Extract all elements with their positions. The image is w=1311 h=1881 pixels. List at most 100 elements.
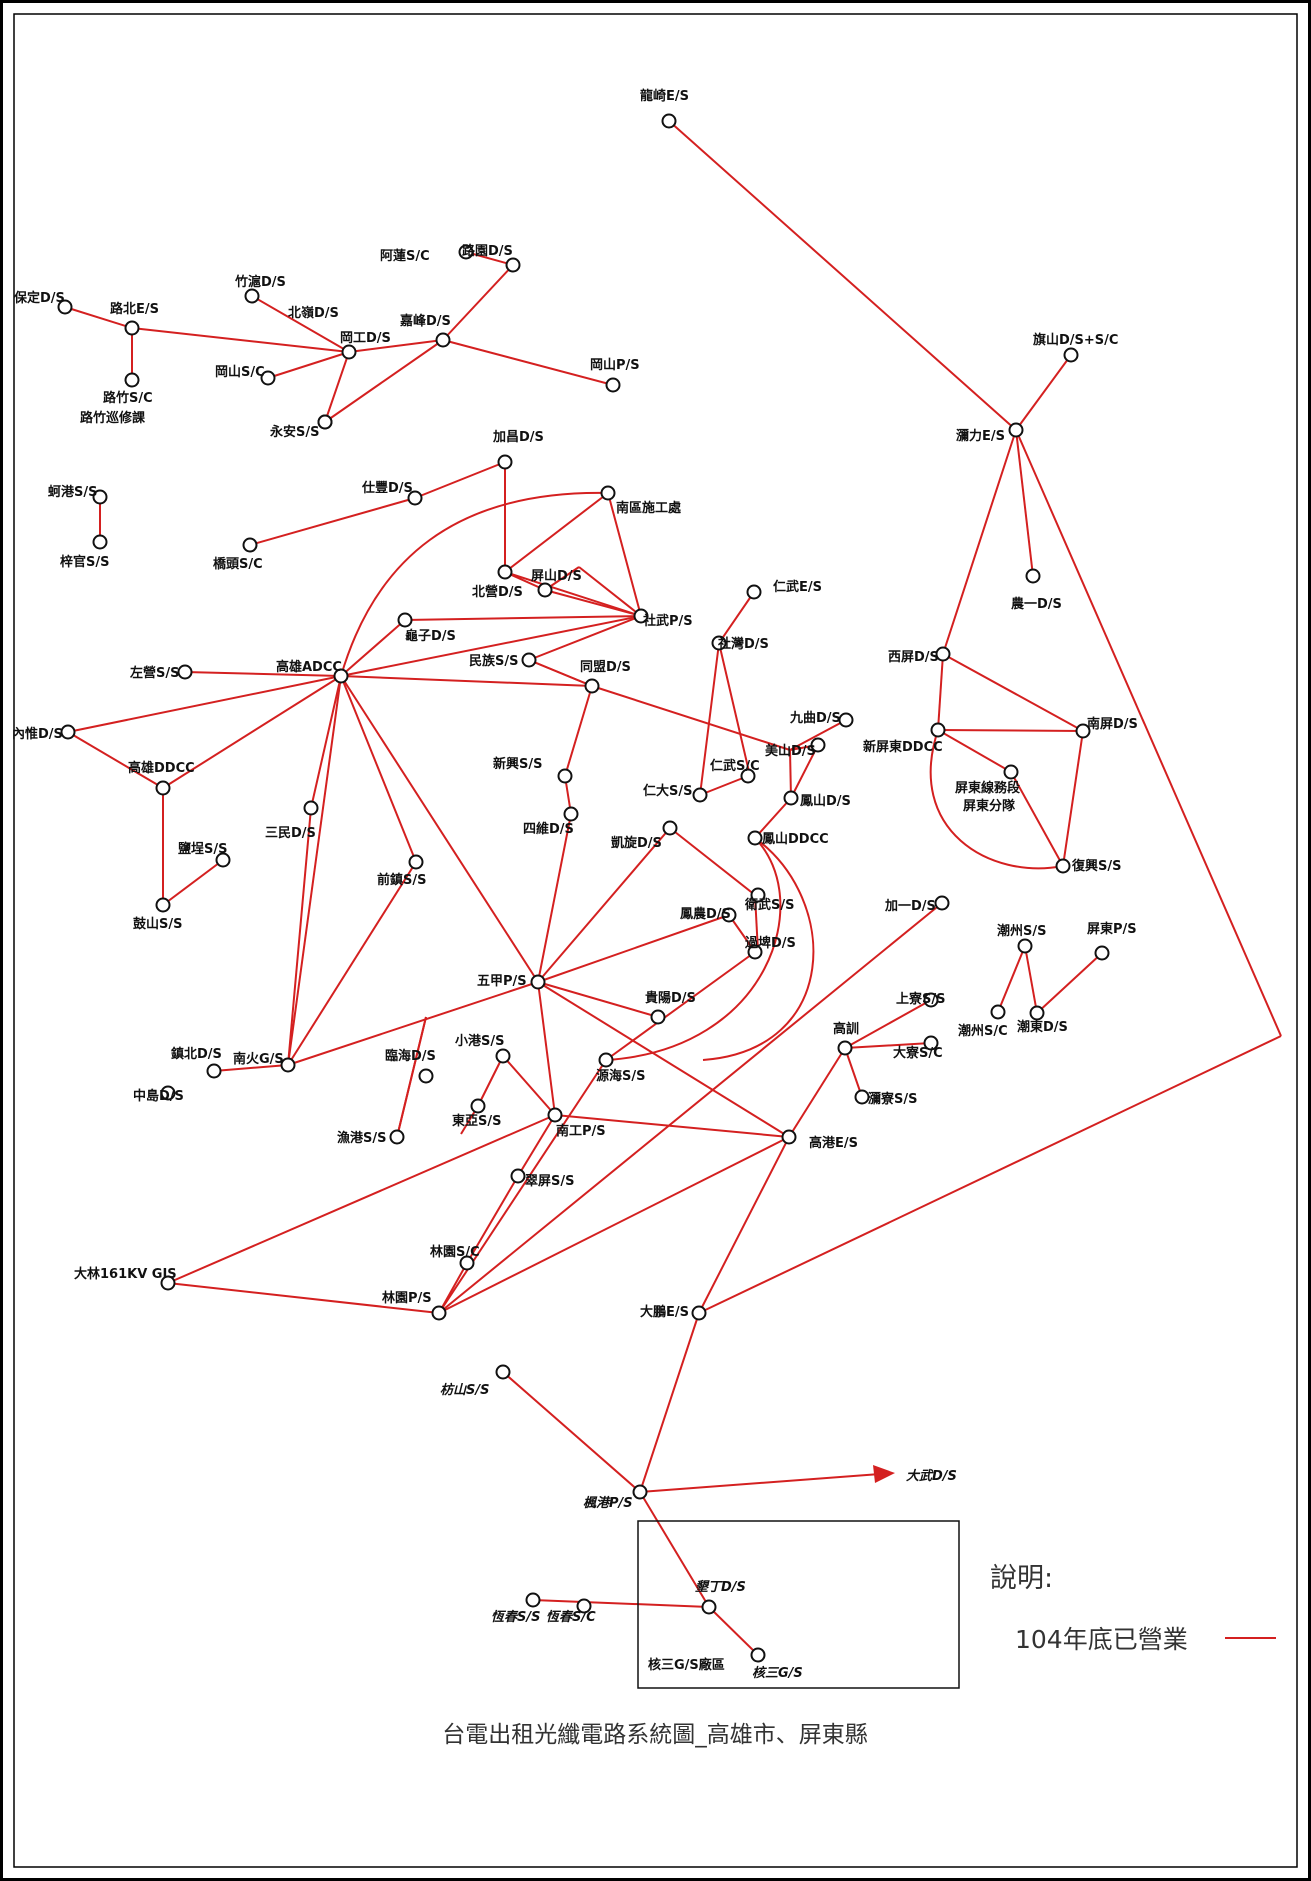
connection <box>1036 952 1103 1014</box>
station-node-gangong <box>341 344 357 360</box>
connection <box>438 902 943 1314</box>
legend-item-label: 104年底已營業 <box>1015 1625 1188 1654</box>
connection <box>554 1114 790 1138</box>
station-label-pingshan: 屏山D/S <box>531 568 582 584</box>
connection <box>1024 945 1038 1014</box>
station-label-hengchun-ss: 恆春S/S <box>491 1609 540 1625</box>
station-label-hesan: 核三G/S <box>752 1665 803 1681</box>
station-label-chaozhou-sc: 潮州S/C <box>958 1023 1008 1039</box>
station-label-daliao-sc: 大寮S/C <box>893 1045 943 1061</box>
connection <box>396 1016 427 1138</box>
connection <box>287 675 342 1066</box>
station-node-gaoxiong-adcc <box>333 668 349 684</box>
connection <box>414 461 506 499</box>
station-node-guiyang <box>650 1009 666 1025</box>
station-node-qishan <box>1063 347 1079 363</box>
station-node-nongyi <box>1025 568 1041 584</box>
station-label-yugang: 漁港S/S <box>337 1130 386 1146</box>
connection <box>1015 354 1072 431</box>
station-node-yugang <box>389 1129 405 1145</box>
station-node-weiwu <box>750 887 766 903</box>
station-node-mituo <box>92 489 108 505</box>
station-node-tongmeng <box>584 678 600 694</box>
connection <box>929 729 1064 870</box>
station-node-chaoli <box>1008 422 1024 438</box>
station-node-kending <box>701 1599 717 1615</box>
station-label-gangshan-sc: 岡山S/C <box>215 364 265 380</box>
station-node-cuiping <box>510 1168 526 1184</box>
station-node-donghai <box>470 1098 486 1114</box>
station-label-fengnong: 鳳農D/S <box>680 906 731 922</box>
connection <box>249 497 416 546</box>
station-node-fangshan <box>495 1364 511 1380</box>
connection <box>324 339 444 423</box>
station-label-gangshan-ps: 岡山P/S <box>590 357 640 373</box>
station-node-gaoxun <box>837 1040 853 1056</box>
connection <box>942 653 1084 732</box>
station-node-sanmin <box>303 800 319 816</box>
station-label-hengchun-sc: 恆春S/C <box>546 1609 596 1625</box>
connection <box>937 729 1012 773</box>
connection <box>438 1059 607 1314</box>
station-label-yongan: 永安S/S <box>269 424 319 440</box>
station-node-jiachang <box>497 454 513 470</box>
connection <box>789 719 847 751</box>
station-node-jiayi <box>934 895 950 911</box>
connection <box>466 1175 519 1264</box>
station-label-fangshan: 枋山S/S <box>440 1382 489 1398</box>
connection <box>1015 429 1034 577</box>
station-node-chaodong <box>1029 1005 1045 1021</box>
station-node-alian <box>458 244 474 260</box>
connection <box>537 981 556 1116</box>
connection <box>504 571 642 617</box>
station-node-jiuqu <box>838 712 854 728</box>
station-node-dapeng <box>691 1305 707 1321</box>
station-label-renwu-es: 仁武E/S <box>773 579 822 595</box>
connection <box>1010 771 1064 867</box>
station-label-zuoying: 左營S/S <box>130 665 179 681</box>
connection <box>532 1599 710 1608</box>
connection <box>537 981 659 1018</box>
station-label-donghai: 東亞S/S <box>452 1113 501 1129</box>
connection <box>340 675 593 687</box>
connection <box>698 1136 790 1314</box>
station-label-meishan: 美山D/S <box>765 743 816 759</box>
station-label-sanmin: 三民D/S <box>265 826 316 841</box>
station-node-pingdong-seg <box>1003 764 1019 780</box>
station-label-gangong: 岡工D/S <box>340 331 391 346</box>
station-node-gaogang <box>781 1129 797 1145</box>
station-label-xinxing: 新興S/S <box>493 756 542 772</box>
station-node-chaoliao <box>854 1089 870 1105</box>
station-node-zhenbei <box>206 1063 222 1079</box>
connection <box>1062 730 1084 867</box>
connection <box>442 264 514 341</box>
station-label-neiwei: 內惟D/S <box>12 726 63 742</box>
station-label-gaoxiong-adcc: 高雄ADCC <box>276 659 342 675</box>
connection <box>504 492 609 573</box>
station-node-luzhu <box>124 372 140 388</box>
connection <box>340 675 417 863</box>
station-node-hengchun-ss <box>525 1592 541 1608</box>
station-node-fengnong <box>721 907 737 923</box>
station-node-gangshan-sc <box>260 370 276 386</box>
station-label-gaoxiong-ddcc: 高雄DDCC <box>128 760 195 776</box>
station-label-qianzhen: 前鎮S/S <box>377 872 426 888</box>
connection <box>605 951 756 1061</box>
connection <box>184 671 342 677</box>
station-label-dapeng: 大鵬E/S <box>640 1304 689 1320</box>
station-node-linhai <box>418 1068 434 1084</box>
station-label-zhuhu: 竹滬D/S <box>234 274 286 290</box>
station-label-shifeng: 仕豐D/S <box>361 480 413 496</box>
station-label-baoding: 保定D/S <box>13 290 65 306</box>
station-node-yongan <box>317 414 333 430</box>
station-node-longqi <box>661 113 677 129</box>
station-node-minzu <box>521 652 537 668</box>
station-node-fengshan-ds <box>783 790 799 806</box>
station-label-yuanhai: 源海S/S <box>596 1068 645 1084</box>
station-node-yuanhai <box>598 1052 614 1068</box>
station-label-pingdong-ps: 屏東P/S <box>1087 921 1137 937</box>
station-label-jiachang: 加昌D/S <box>492 430 544 445</box>
station-node-nanqu <box>600 485 616 501</box>
connection <box>517 1114 556 1177</box>
